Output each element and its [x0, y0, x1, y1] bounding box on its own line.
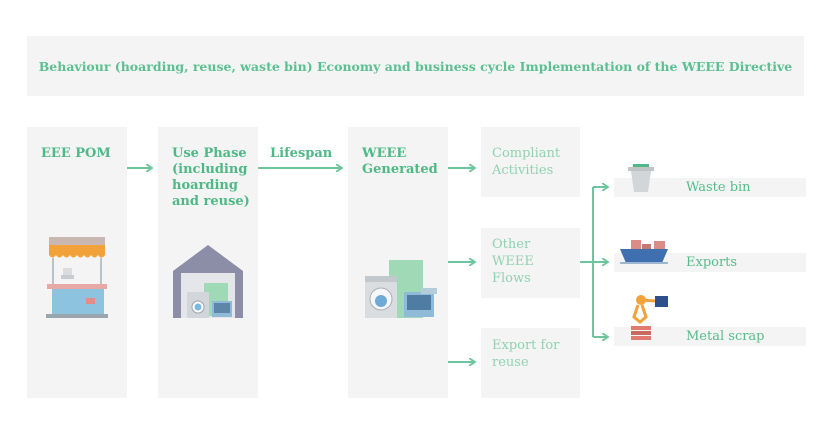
banner-title: Behaviour (hoarding, reuse, waste bin) E…	[38, 58, 793, 74]
storage-house-icon	[173, 245, 243, 318]
header-banner: Behaviour (hoarding, reuse, waste bin) E…	[27, 36, 804, 96]
eee-pom-panel	[27, 127, 127, 398]
lifespan-label: Lifespan	[270, 146, 333, 161]
metal-scrap-bar	[614, 327, 806, 346]
use-phase-label: Use Phase (including hoarding and reuse)	[172, 146, 250, 209]
market-stall-icon	[46, 237, 108, 318]
weee-generated-label: WEEE Generated	[362, 146, 438, 177]
metal-scrap-label: Metal scrap	[686, 329, 765, 344]
export-for-reuse-panel	[481, 328, 580, 398]
waste-bin-bar	[614, 178, 806, 197]
compliant-activities-panel	[481, 127, 580, 197]
waste-bin-icon	[628, 164, 654, 192]
eee-pom-label: EEE POM	[41, 146, 111, 161]
appliances-pile-icon	[365, 260, 437, 318]
other-weee-flows-panel	[481, 228, 580, 298]
cargo-ship-icon	[620, 240, 668, 264]
other-weee-flows-label: Other WEEE Flows	[492, 237, 534, 286]
waste-bin-label: Waste bin	[686, 180, 751, 195]
compliant-activities-label: Compliant Activities	[492, 146, 561, 178]
robotic-arm-icon	[631, 295, 668, 340]
export-for-reuse-label: Export for reuse	[492, 338, 560, 370]
exports-label: Exports	[686, 255, 738, 270]
